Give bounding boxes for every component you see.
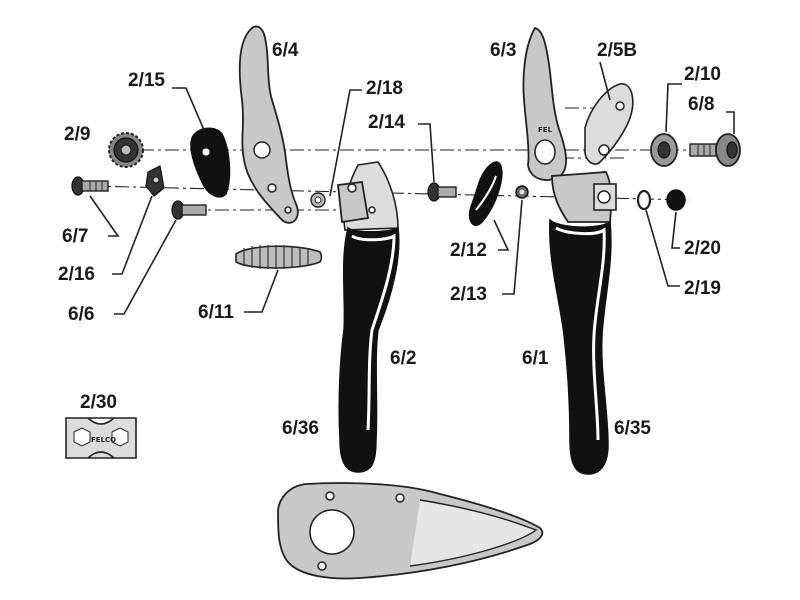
nut-2-10 <box>650 133 678 167</box>
ring-2-19 <box>636 189 652 211</box>
bolt-6-8 <box>689 133 741 167</box>
label-2-5b: 2/5B <box>597 40 637 61</box>
label-2-9: 2/9 <box>64 124 90 145</box>
svg-text:FELCO: FELCO <box>91 436 116 444</box>
toothed-wheel-2-9 <box>108 132 144 168</box>
spare-blade <box>277 482 544 580</box>
label-2-16: 2/16 <box>58 264 95 285</box>
label-6-8: 6/8 <box>688 94 714 115</box>
label-2-15: 2/15 <box>128 70 165 91</box>
label-2-19: 2/19 <box>684 278 721 299</box>
leader-lines <box>89 61 735 315</box>
label-6-7: 6/7 <box>62 226 88 247</box>
part-labels: 6/4 6/3 2/5B 2/10 6/8 2/15 2/18 2/14 2/9… <box>58 40 721 439</box>
screw-2-14 <box>427 182 457 202</box>
anvil-plate-2-5b <box>584 83 634 165</box>
label-2-30: 2/30 <box>80 392 117 413</box>
upper-blade-6-4 <box>238 25 299 224</box>
handle-6-1 <box>549 171 617 475</box>
label-6-36: 6/36 <box>282 418 319 439</box>
label-6-1: 6/1 <box>522 348 549 369</box>
label-6-2: 6/2 <box>390 348 416 369</box>
bolt-6-7 <box>71 176 109 196</box>
label-6-3: 6/3 <box>490 40 516 61</box>
spring-clip-2-16 <box>145 165 165 197</box>
washer-2-13 <box>515 185 529 199</box>
label-6-11: 6/11 <box>198 302 234 323</box>
latch-2-15 <box>190 127 231 198</box>
label-2-12: 2/12 <box>450 240 487 261</box>
label-2-20: 2/20 <box>684 238 721 259</box>
nut-2-20 <box>666 189 686 211</box>
svg-text:FEL: FEL <box>538 126 553 134</box>
spring-6-11 <box>235 245 323 269</box>
label-2-10: 2/10 <box>684 64 721 85</box>
wrench-key-2-30: FELCO <box>65 417 137 459</box>
bolt-6-6 <box>171 200 207 220</box>
label-2-14: 2/14 <box>368 112 405 133</box>
label-6-4: 6/4 <box>272 40 299 61</box>
washer-2-18 <box>310 192 326 208</box>
label-2-13: 2/13 <box>450 284 487 305</box>
label-6-35: 6/35 <box>614 418 651 439</box>
lower-blade-6-3: FEL <box>522 26 567 181</box>
label-6-6: 6/6 <box>68 304 94 325</box>
label-2-18: 2/18 <box>366 78 403 99</box>
handle-6-2 <box>337 161 400 473</box>
spring-2-12 <box>468 161 503 226</box>
